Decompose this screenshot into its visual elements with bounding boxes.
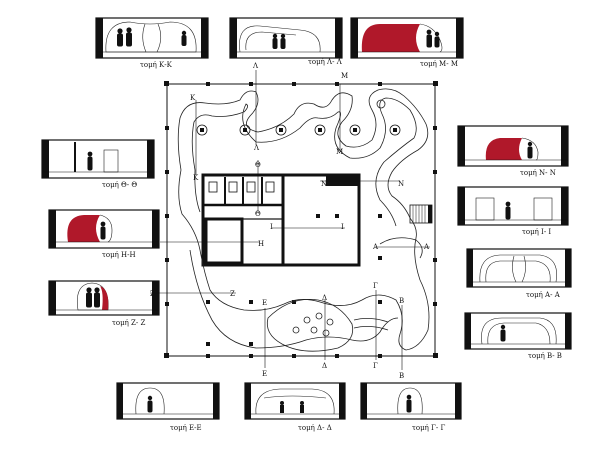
caption-b-b: τομή Β- Β: [528, 352, 562, 360]
section-cut-lines: [150, 70, 430, 370]
section-i-i: [457, 186, 569, 226]
section-e-e: [116, 382, 220, 420]
svg-text:Β: Β: [399, 372, 404, 380]
caption-g-g: τομή Γ- Γ: [412, 424, 446, 432]
svg-text:Μ: Μ: [336, 148, 343, 156]
svg-text:Ζ: Ζ: [230, 290, 235, 298]
svg-text:Μ: Μ: [341, 72, 348, 80]
svg-text:Η: Η: [153, 240, 159, 248]
svg-text:Β: Β: [399, 297, 404, 305]
section-a-a: [466, 248, 572, 288]
svg-text:Η: Η: [258, 240, 264, 248]
svg-text:Δ: Δ: [322, 294, 327, 302]
section-g-g: [360, 382, 462, 420]
svg-text:Δ: Δ: [322, 362, 327, 370]
svg-text:Γ: Γ: [373, 362, 378, 370]
svg-text:Θ: Θ: [255, 210, 261, 218]
caption-th-th: τομή Θ- Θ: [102, 181, 137, 189]
section-th-th: [41, 139, 155, 179]
svg-text:Ε: Ε: [262, 370, 267, 378]
svg-text:Λ: Λ: [253, 144, 260, 152]
section-h-h: [48, 209, 160, 249]
section-l-l: [229, 17, 343, 59]
column-nodes: [196, 124, 401, 136]
caption-d-d: τομή Δ- Δ: [298, 424, 332, 432]
core-block: [201, 173, 433, 267]
svg-text:Κ: Κ: [190, 94, 196, 102]
caption-z-z: τομή Ζ- Ζ: [112, 319, 146, 327]
section-b-b: [464, 312, 572, 350]
caption-e-e: τομή Ε-Ε: [170, 424, 202, 432]
svg-text:Ν: Ν: [321, 180, 327, 188]
column-grid: [164, 81, 438, 358]
organic-tube: [177, 88, 430, 352]
svg-text:Λ: Λ: [252, 62, 259, 70]
svg-text:Γ: Γ: [373, 282, 378, 290]
floor-plan: [150, 70, 438, 370]
caption-m-m: τομή Μ- Μ: [420, 60, 458, 68]
svg-text:Ζ: Ζ: [150, 290, 155, 298]
section-n-n: [457, 125, 569, 167]
svg-text:Κ: Κ: [193, 174, 199, 182]
svg-text:Ε: Ε: [262, 299, 267, 307]
caption-i-i: τομή Ι- Ι: [522, 228, 551, 236]
svg-text:Ι: Ι: [270, 223, 273, 231]
svg-text:Θ: Θ: [255, 161, 261, 169]
section-k-k: [95, 17, 209, 59]
skylights: [292, 99, 386, 337]
svg-text:Ν: Ν: [398, 180, 404, 188]
plan-labels: Κ Κ Λ Λ Μ Μ Ν Ν Θ Θ Η Η Ι Ι Α Α Ζ Ζ Ε Ε …: [150, 62, 430, 380]
svg-text:Α: Α: [372, 243, 379, 251]
svg-text:Α: Α: [423, 243, 430, 251]
svg-text:Ι: Ι: [341, 223, 344, 231]
caption-n-n: τομή Ν- Ν: [520, 169, 556, 177]
caption-a-a: τομή Α- Α: [526, 291, 561, 299]
section-m-m: [350, 17, 464, 59]
section-z-z: [48, 280, 160, 316]
section-d-d: [244, 382, 346, 420]
caption-l-l: τομή Λ- Λ: [308, 58, 343, 66]
caption-h-h: τομή Η-Η: [102, 251, 136, 259]
caption-k-k: τομή Κ-Κ: [140, 61, 173, 69]
